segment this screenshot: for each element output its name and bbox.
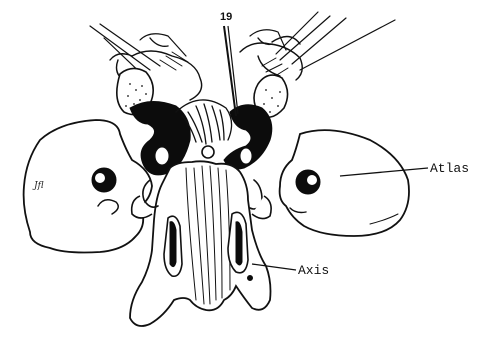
atlas-right-wing (280, 130, 409, 236)
label-axis: Axis (298, 263, 329, 278)
pointer-19: 19 (220, 11, 238, 116)
label-number: 19 (220, 11, 232, 23)
label-atlas: Atlas (430, 161, 469, 176)
articular-capsule-right (224, 105, 272, 169)
handwritten-mark: Jfl (32, 181, 44, 191)
atlas-left-wing: Jfl (24, 120, 152, 253)
